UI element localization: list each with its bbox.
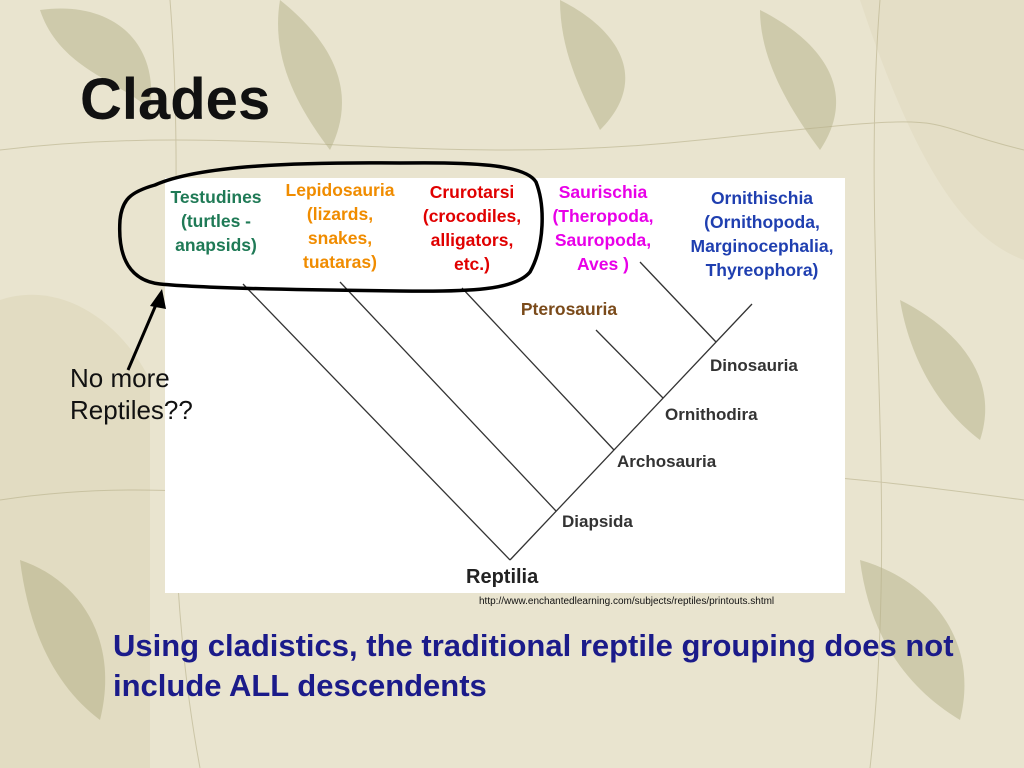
annotation-no-more-reptiles: No more Reptiles??: [70, 363, 193, 425]
branch-saurischia: [639, 261, 717, 343]
taxon-testudines: Testudines (turtles - anapsids): [170, 187, 262, 255]
slide-title: Clades: [80, 67, 271, 132]
branch-crurotarsi: [461, 287, 615, 451]
highlight-loop: [117, 161, 544, 293]
branch-testudines: [242, 283, 511, 561]
node-archosauria: Archosauria: [617, 452, 717, 471]
arrow-shaft: [126, 299, 160, 371]
taxon-lepidosauria: Lepidosauria (lizards, snakes, tuataras): [285, 180, 395, 272]
source-url: http://www.enchantedlearning.com/subject…: [479, 596, 775, 607]
branch-pterosauria: [595, 329, 664, 399]
taxon-pterosauria: Pterosauria: [520, 299, 618, 319]
branch-lepidosauria: [339, 281, 557, 512]
branch-reptilia-to-ornithischia: [509, 303, 753, 561]
taxon-crurotarsi: Crurotarsi (crocodiles, alligators, etc.…: [422, 182, 522, 274]
taxon-saurischia: Saurischia (Theropoda, Sauropoda, Aves ): [552, 182, 654, 274]
node-dinosauria: Dinosauria: [710, 356, 798, 375]
cladogram-panel: [165, 178, 845, 593]
taxon-ornithischia: Ornithischia (Ornithopoda, Marginocephal…: [690, 188, 834, 280]
slide-caption: Using cladistics, the traditional reptil…: [113, 628, 954, 703]
node-reptilia: Reptilia: [466, 566, 539, 588]
arrow-head: [150, 289, 166, 309]
node-ornithodira: Ornithodira: [665, 405, 758, 424]
node-diapsida: Diapsida: [562, 512, 633, 531]
